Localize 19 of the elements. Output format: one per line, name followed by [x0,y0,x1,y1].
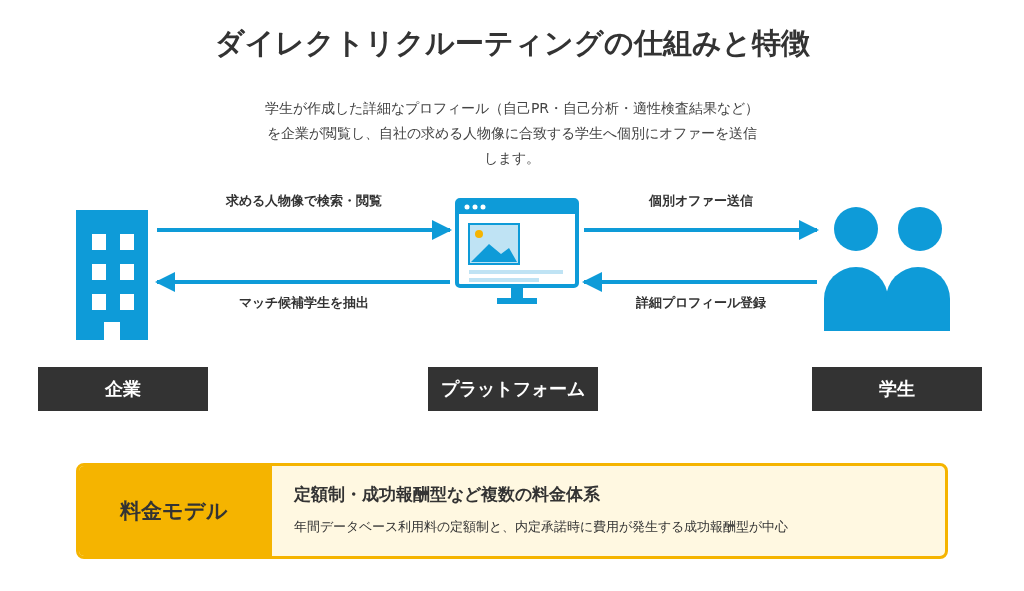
label-bar: プラットフォーム [428,367,598,411]
pricing-heading: 定額制・成功報酬型など複数の料金体系 [294,483,600,506]
pricing-label-panel: 料金モデル [79,466,272,556]
arrow [155,272,450,292]
edge-label: 求める人物像で検索・閲覧 [224,192,383,210]
arrow [157,220,452,240]
edge-label: 個別オファー送信 [647,192,754,210]
label-bar: 学生 [812,367,982,411]
people-icon [822,205,950,331]
edge-label: 詳細プロフィール登録 [634,294,767,312]
pricing-card [76,463,948,559]
monitor-icon [455,198,579,306]
label-bar: 企業 [38,367,208,411]
description-text: 学生が作成した詳細なプロフィール（自己PR・自己分析・適性検査結果など）を企業が閲覧し、自社の求める人物像に合致する学生へ個別にオファーを送信します。 [263,99,761,168]
edge-label: マッチ候補学生を抽出 [237,294,370,312]
arrow [582,272,817,292]
pricing-description: 年間データベース利用料の定額制と、内定承諾時に費用が発生する成功報酬型が中心 [294,519,788,536]
title-text: ダイレクトリクルーティングの仕組みと特徴 [213,25,811,62]
arrow [584,220,819,240]
